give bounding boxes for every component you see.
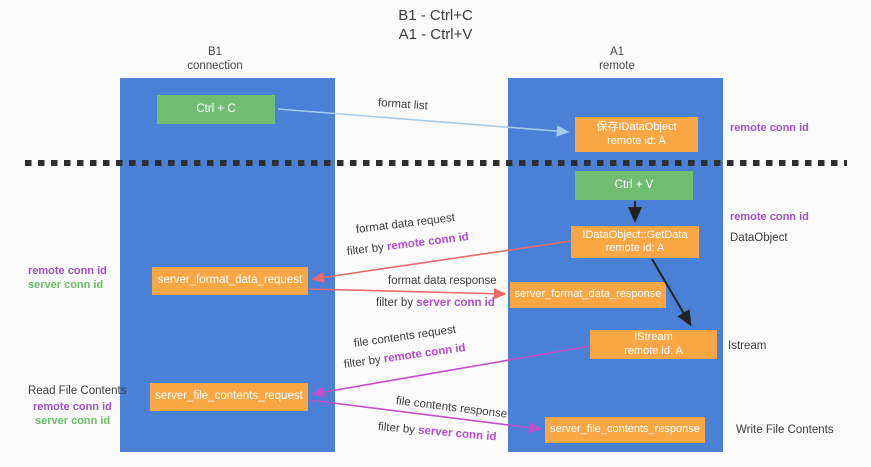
- right-column-role: remote: [599, 60, 635, 72]
- istream-line2: remote id: A: [624, 344, 683, 357]
- server-format-data-response-label: server_format_data_response: [514, 288, 662, 301]
- left-format-server-conn-id: server conn id: [28, 279, 104, 291]
- dataobject-annotation: DataObject: [730, 232, 788, 244]
- server-format-data-request-node: server_format_data_request: [152, 267, 308, 295]
- format-data-request-label: format data request: [355, 211, 456, 236]
- server-format-data-response-node: server_format_data_response: [510, 282, 666, 308]
- file-contents-response-filter-label: filter by server conn id: [377, 421, 496, 443]
- istream-line1: IStream: [634, 331, 673, 343]
- right-column-name: A1: [609, 46, 625, 58]
- right-column-header: A1 remote: [547, 45, 687, 73]
- server-file-contents-request-label: server_file_contents_request: [155, 390, 303, 403]
- read-file-contents-annotation: Read File Contents: [28, 385, 127, 397]
- save-idataobject-line1: 保存IDataObject: [596, 121, 677, 133]
- file-contents-response-label: file contents response: [395, 395, 508, 421]
- ctrl-v-node: Ctrl + V: [575, 171, 693, 200]
- format-data-response-filter-label: filter by server conn id: [376, 297, 495, 309]
- server-format-data-request-label: server_format_data_request: [157, 274, 303, 287]
- left-column-header: B1 connection: [145, 45, 285, 73]
- title-line-2: A1 - Ctrl+V: [398, 26, 473, 43]
- save-idataobject-node: 保存IDataObject remote id: A: [575, 117, 698, 152]
- right-remote-conn-id-mid: remote conn id: [730, 211, 809, 223]
- remote-conn-id-keyword: remote conn id: [383, 341, 467, 366]
- left-format-remote-conn-id: remote conn id: [28, 265, 107, 277]
- getdata-line1: IDataObject::GetData: [582, 228, 688, 241]
- save-idataobject-line2: remote id: A: [607, 134, 666, 147]
- filter-by-text: filter by: [376, 297, 417, 309]
- format-data-response-arrow: [308, 288, 507, 300]
- filter-by-text: filter by: [346, 241, 388, 258]
- remote-conn-id-keyword: remote conn id: [386, 231, 470, 254]
- ctrl-c-label: Ctrl + C: [196, 102, 236, 115]
- left-file-server-conn-id: server conn id: [35, 415, 111, 427]
- left-column-role: connection: [187, 60, 243, 72]
- server-conn-id-keyword: server conn id: [416, 297, 495, 309]
- left-file-remote-conn-id: remote conn id: [33, 401, 112, 413]
- getdata-line2: remote id: A: [605, 242, 665, 254]
- server-conn-id-keyword: server conn id: [417, 424, 497, 444]
- server-file-contents-request-node: server_file_contents_request: [150, 383, 308, 411]
- ctrl-v-label: Ctrl + V: [614, 178, 654, 191]
- phase-separator-dashed-line: [25, 160, 847, 166]
- left-column-name: B1: [207, 46, 223, 58]
- server-file-contents-response-label: server_file_contents_response: [550, 423, 700, 436]
- istream-annotation: Istream: [728, 340, 767, 352]
- filter-by-text: filter by: [377, 421, 419, 437]
- format-list-label: format list: [377, 97, 429, 113]
- right-remote-conn-id-top: remote conn id: [730, 122, 809, 134]
- server-file-contents-response-node: server_file_contents_response: [545, 417, 705, 443]
- ctrl-c-node: Ctrl + C: [157, 95, 275, 124]
- format-data-request-filter-label: filter by remote conn id: [346, 231, 469, 258]
- format-data-response-label: format data response: [388, 275, 497, 287]
- diagram-title: B1 - Ctrl+C A1 - Ctrl+V: [0, 6, 871, 44]
- title-line-1: B1 - Ctrl+C: [398, 7, 473, 24]
- istream-node: IStream remote id: A: [590, 330, 717, 359]
- idataobject-getdata-node: IDataObject::GetData remote id: A: [571, 226, 699, 258]
- filter-by-text: filter by: [343, 353, 385, 371]
- write-file-contents-annotation: Write File Contents: [736, 424, 834, 436]
